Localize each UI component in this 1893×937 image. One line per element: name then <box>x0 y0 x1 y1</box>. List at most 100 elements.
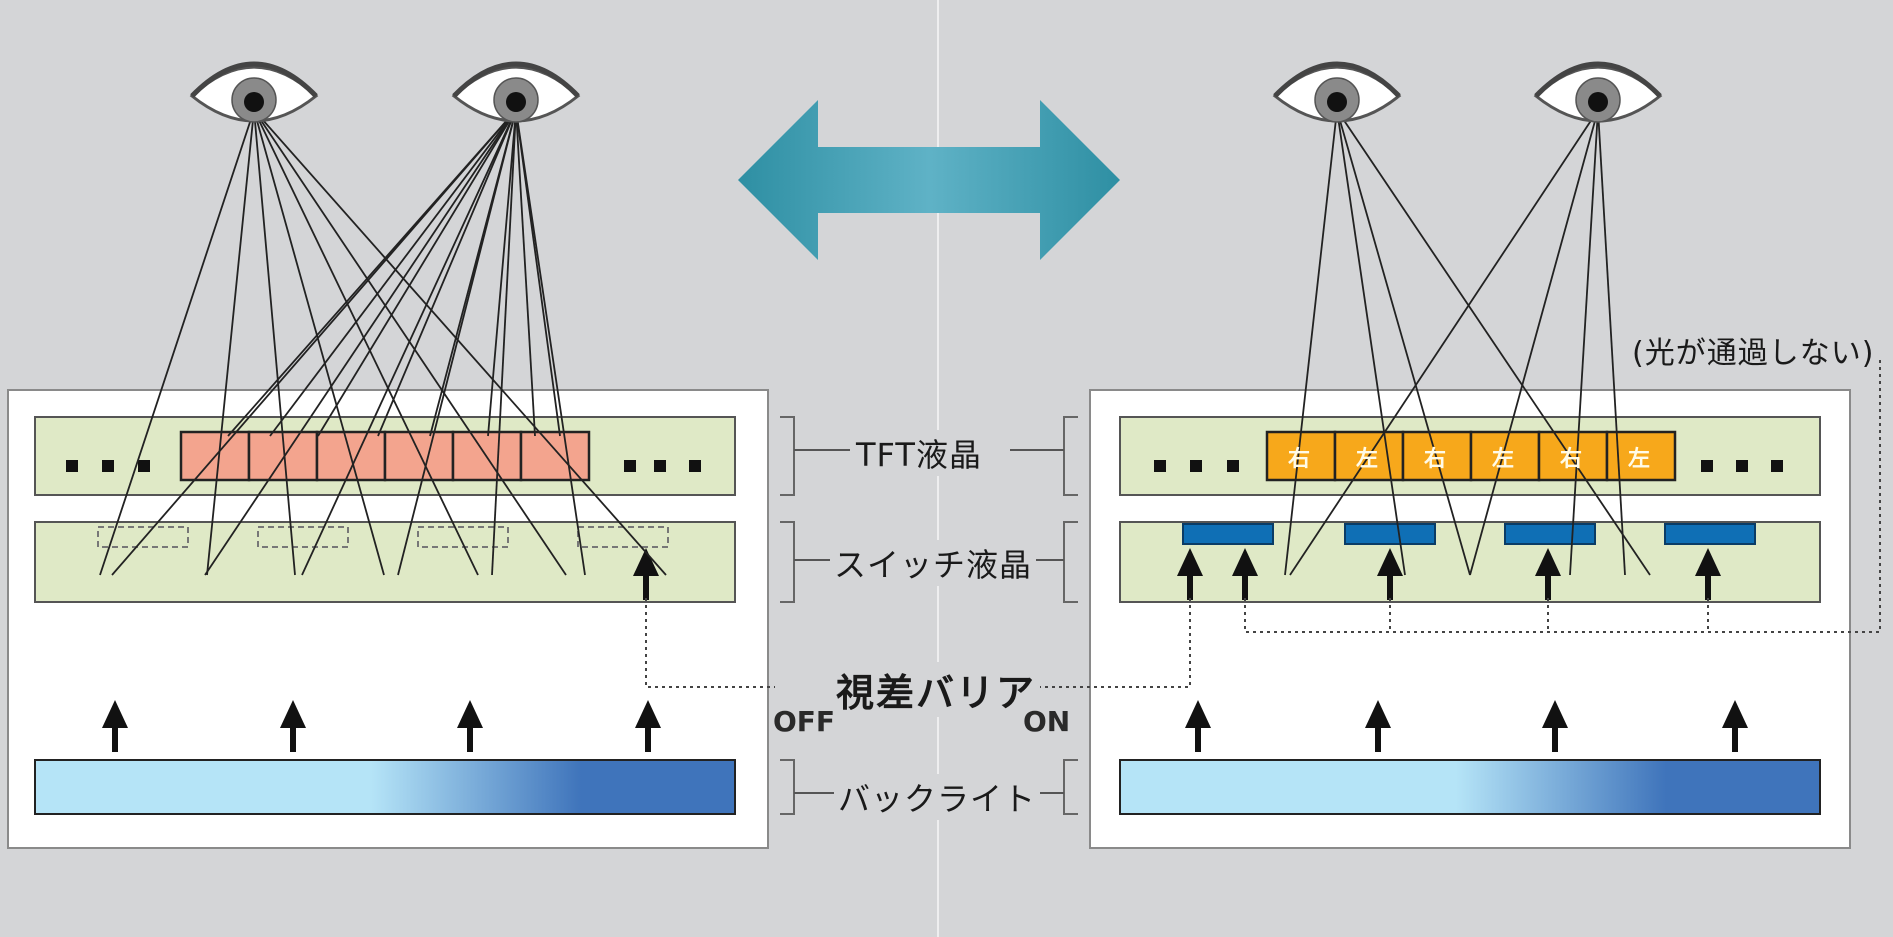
left-sightline-a-4 <box>253 109 385 576</box>
left-tft-right-dot-1 <box>624 460 636 472</box>
arrow-head <box>280 700 306 728</box>
left-eye-icon-2 <box>1272 61 1402 123</box>
right-tft-right-dot-2 <box>1736 460 1748 472</box>
right-tft-left-dot-3 <box>1227 460 1239 472</box>
arrow-head <box>1722 700 1748 728</box>
left-up-arrow-icon-1 <box>102 700 128 752</box>
switch-bracket-right <box>1063 521 1078 603</box>
left-barrier-outline-2 <box>257 526 349 548</box>
switch-bracket-left <box>780 521 795 603</box>
pixel-label-5: 右 <box>1559 447 1582 472</box>
left-sightline-c-2 <box>269 109 517 437</box>
arrow-head <box>1542 700 1568 728</box>
arrow-head <box>1177 548 1203 576</box>
left-sightline-a-3 <box>253 109 296 576</box>
left-sightline-a-5 <box>253 109 479 576</box>
eye-pupil <box>244 92 264 112</box>
eye-lid <box>452 61 580 98</box>
arrow-head <box>1232 548 1258 576</box>
right-up-arrow-icon-1 <box>1185 700 1211 752</box>
left-sightline-c-7 <box>515 109 536 437</box>
arrow-shaft <box>1375 728 1381 752</box>
arrow-shaft <box>643 576 649 600</box>
arrow-shaft <box>1387 576 1393 600</box>
right-switch-arrow-icon-3 <box>1377 548 1403 600</box>
backlight-bracket-left <box>780 759 795 815</box>
left-pixel-6 <box>519 430 591 482</box>
right-sightline-a-1 <box>1284 109 1338 576</box>
double-arrow-icon <box>738 100 1120 260</box>
arrow-shaft <box>1187 576 1193 600</box>
right-barrier-block-4 <box>1664 523 1756 545</box>
arrow-head <box>457 700 483 728</box>
arrow-shaft <box>1242 576 1248 600</box>
switch-label: スイッチ液晶 <box>830 540 1037 586</box>
arrow-shaft <box>1552 728 1558 752</box>
pixel-label-1: 右 <box>1287 447 1310 472</box>
right-switch-arrow-icon-2 <box>1232 548 1258 600</box>
left-backlight <box>34 759 736 815</box>
right-sightline-b-2 <box>1469 109 1599 576</box>
tft-bracket-right <box>1063 416 1078 496</box>
left-sightline-a-2 <box>206 109 255 576</box>
arrow-head <box>1365 700 1391 728</box>
left-sightline-b-3 <box>301 109 517 576</box>
left-tft-right-dot-3 <box>689 460 701 472</box>
right-eye-icon-2 <box>1533 61 1663 123</box>
arrow-shaft <box>1732 728 1738 752</box>
right-up-arrow-icon-3 <box>1542 700 1568 752</box>
right-barrier-block-1 <box>1182 523 1274 545</box>
left-pixel-4 <box>383 430 455 482</box>
right-barrier-block-3 <box>1504 523 1596 545</box>
left-up-arrow-icon-2 <box>280 700 306 752</box>
left-barrier-leader <box>645 598 775 688</box>
pixel-label-3: 右 <box>1423 447 1446 472</box>
left-switch-arrow-icon <box>633 548 659 600</box>
left-barrier-outline-1 <box>97 526 189 548</box>
right-pixel-3 <box>1401 430 1473 482</box>
left-sightline-b-6 <box>515 109 586 576</box>
arrow-head <box>633 548 659 576</box>
off-label: OFF <box>773 705 836 738</box>
left-sightline-c-3 <box>317 109 517 437</box>
barrier-label: 視差バリア <box>832 662 1041 717</box>
backlight-label: バックライト <box>834 774 1041 820</box>
left-sightline-c-8 <box>515 109 561 437</box>
left-tft-left-dot-1 <box>66 460 78 472</box>
eye-pupil <box>1327 92 1347 112</box>
right-barrier-block-2 <box>1344 523 1436 545</box>
tft-label: TFT液晶 <box>852 430 986 476</box>
left-tft-left-dot-2 <box>102 460 114 472</box>
right-eye-icon-1 <box>451 61 581 123</box>
left-up-arrow-icon-3 <box>457 700 483 752</box>
right-switch-arrow-icon-5 <box>1695 548 1721 600</box>
right-sightline-b-1 <box>1289 109 1599 576</box>
arrow-head <box>1377 548 1403 576</box>
right-sightline-b-4 <box>1597 109 1626 576</box>
left-up-arrow-icon-4 <box>635 700 661 752</box>
arrow-shaft <box>467 728 473 752</box>
pixel-label-2: 左 <box>1355 447 1378 472</box>
left-barrier-outline-3 <box>417 526 509 548</box>
left-sightline-b-2 <box>204 109 517 576</box>
arrow-shaft <box>645 728 651 752</box>
eye-lid <box>1273 61 1401 98</box>
right-pixel-5 <box>1537 430 1609 482</box>
right-sightline-a-2 <box>1336 109 1406 576</box>
left-sightline-c-6 <box>487 109 517 437</box>
right-sightline-a-3 <box>1336 109 1471 576</box>
left-pixel-2 <box>247 430 319 482</box>
left-tft-left-dot-3 <box>138 460 150 472</box>
tft-bracket-left <box>780 416 795 496</box>
arrow-shaft <box>1545 576 1551 600</box>
arrow-head <box>1535 548 1561 576</box>
eye-lid <box>1534 61 1662 98</box>
right-up-arrow-icon-2 <box>1365 700 1391 752</box>
arrow-head <box>1185 700 1211 728</box>
right-tft-right-dot-3 <box>1771 460 1783 472</box>
right-sightline-a-4 <box>1336 109 1651 576</box>
arrow-shaft <box>112 728 118 752</box>
arrow-shaft <box>290 728 296 752</box>
pixel-label-6: 左 <box>1627 447 1650 472</box>
